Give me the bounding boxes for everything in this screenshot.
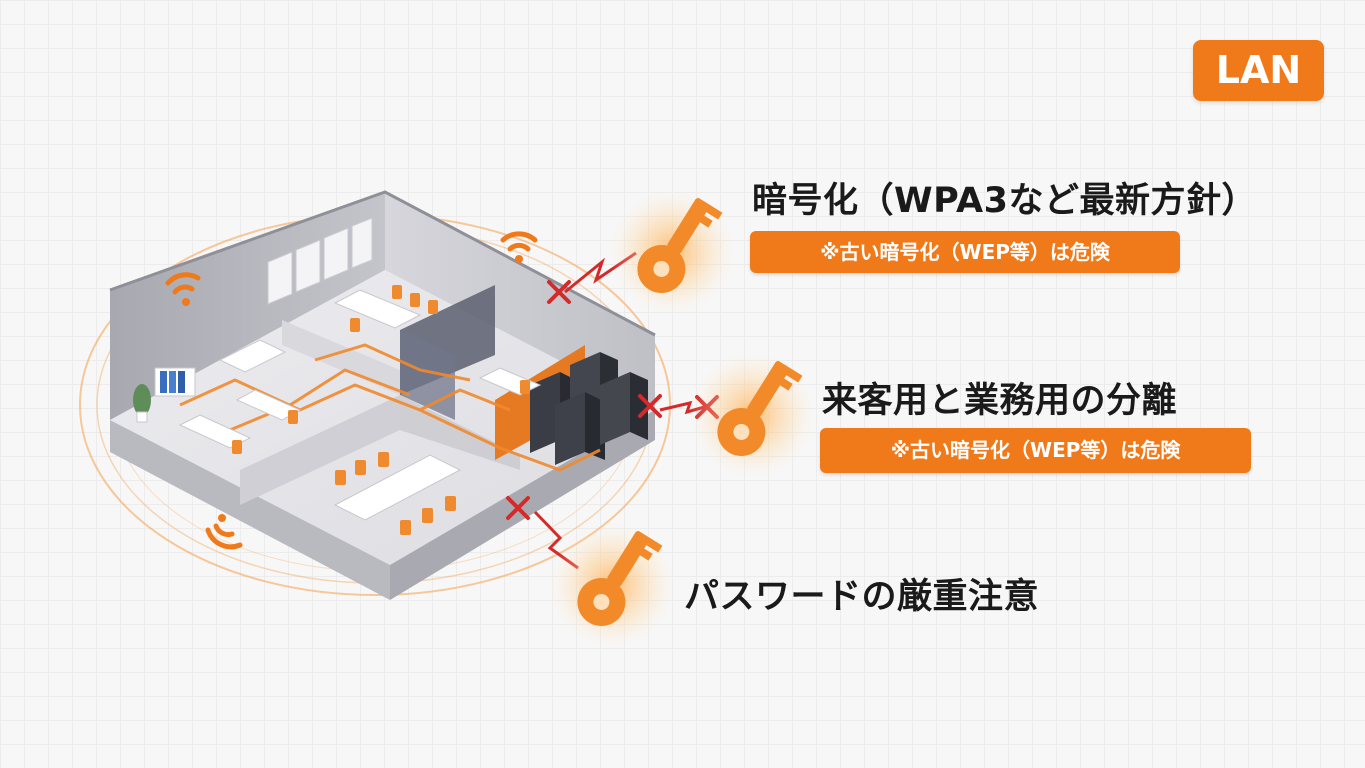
right-back-wall	[385, 192, 655, 410]
cross-mark-icon	[638, 394, 662, 418]
lan-badge: LAN	[1193, 40, 1324, 101]
windows	[267, 217, 373, 305]
encryption-warning-badge: ※古い暗号化（WEP等）は危険	[750, 231, 1180, 273]
bookshelf	[154, 367, 196, 397]
password-heading: パスワードの厳重注意	[684, 577, 1040, 617]
key-icon	[690, 353, 814, 477]
server-rack-icon	[530, 352, 648, 465]
wifi-signal-icon	[205, 514, 243, 550]
encryption-heading: 暗号化（WPA3など最新方針）	[752, 181, 1257, 221]
cross-mark-icon	[506, 496, 530, 520]
wifi-signal-icon	[165, 272, 201, 306]
cross-mark-icon	[547, 280, 571, 304]
lan-cables	[179, 343, 601, 472]
separation-warning-badge: ※古い暗号化（WEP等）は危険	[820, 428, 1251, 473]
key-icon	[550, 523, 674, 647]
potted-plant	[133, 384, 151, 423]
network-separation-heading: 来客用と業務用の分離	[822, 381, 1178, 421]
wifi-signal-icon	[500, 231, 538, 263]
office-chairs	[232, 285, 530, 535]
key-icon	[610, 190, 734, 314]
